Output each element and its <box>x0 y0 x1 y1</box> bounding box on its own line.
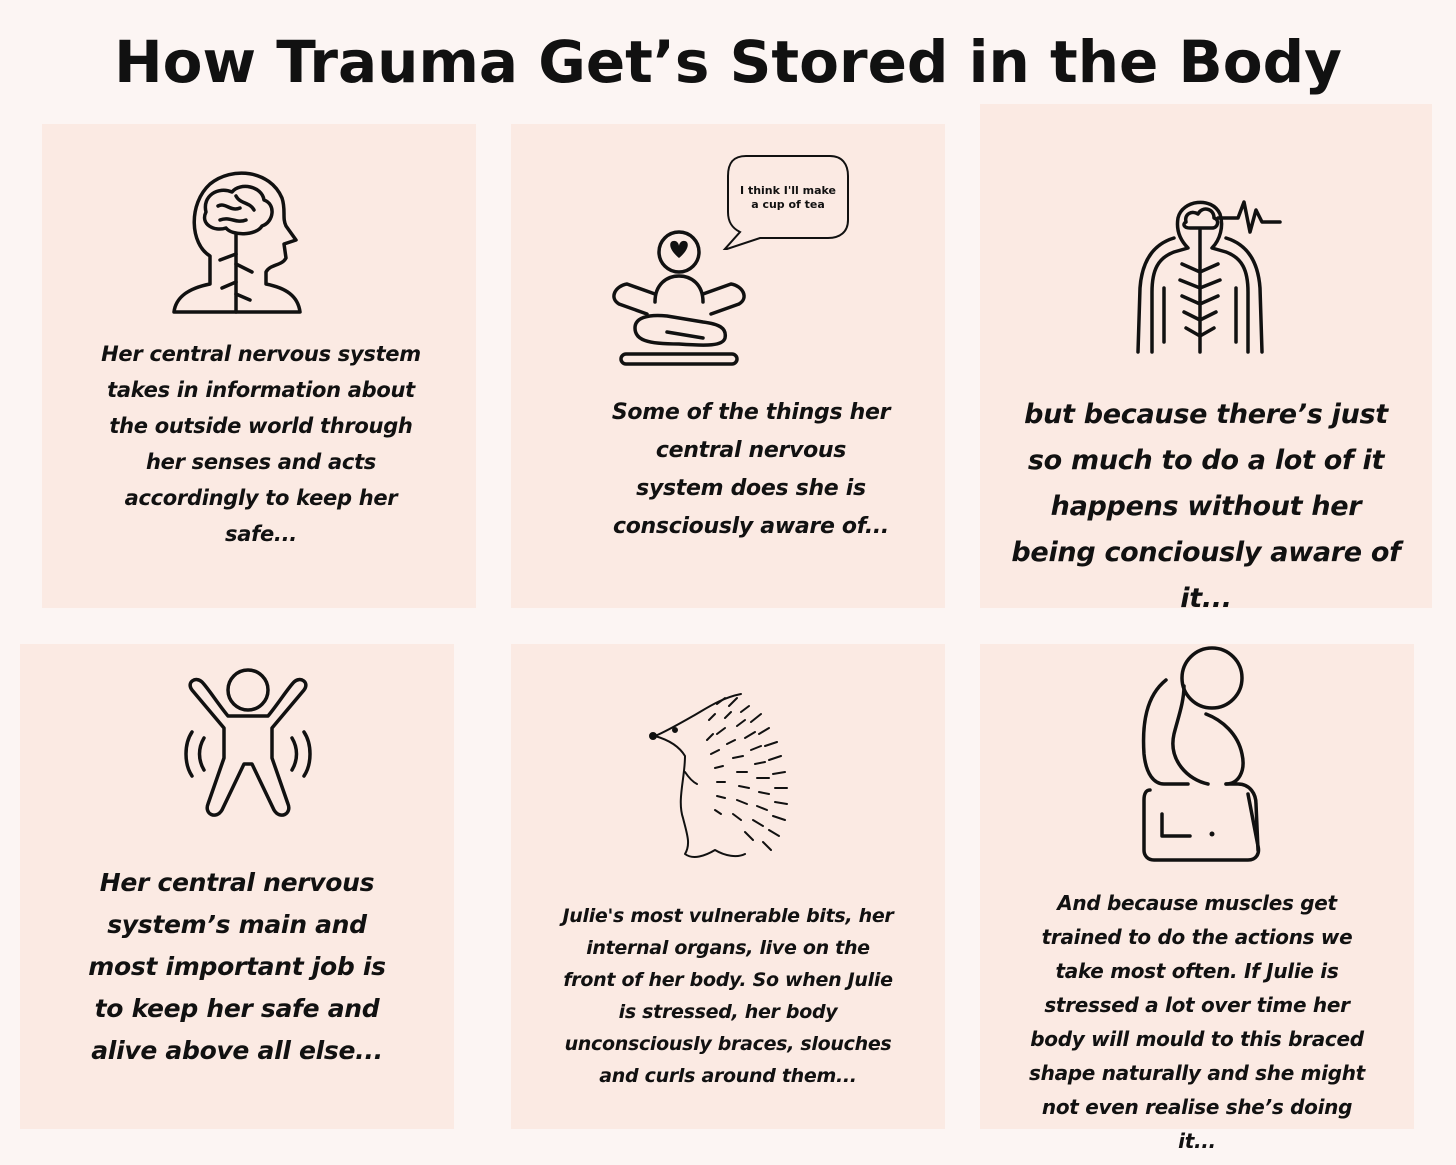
slouched-sitting-person-icon <box>1138 644 1273 864</box>
panel-unconscious-processing: but because there’s just so much to do a… <box>980 104 1432 614</box>
nervous-system-torso-icon <box>1130 192 1290 362</box>
panel-caption: Julie's most vulnerable bits, her intern… <box>562 905 894 1087</box>
panel-hedgehog-bracing: Julie's most vulnerable bits, her intern… <box>511 644 945 1129</box>
panel-caption: Her central nervous system takes in info… <box>101 342 421 546</box>
panel-conscious-awareness: I think I'll make a cup of tea Some of t… <box>511 124 945 608</box>
panel-main-job: Her central nervous system’s main and mo… <box>20 644 454 1129</box>
panel-braced-posture: And because muscles get trained to do th… <box>980 644 1414 1153</box>
meditating-person-icon <box>607 228 752 368</box>
panel-caption: Some of the things her central nervous s… <box>611 400 891 539</box>
panel-caption: Her central nervous system’s main and mo… <box>88 868 386 1065</box>
speech-text: I think I'll make a cup of tea <box>740 184 836 211</box>
panel-caption: but because there’s just so much to do a… <box>1011 399 1401 614</box>
speech-bubble-icon: I think I'll make a cup of tea <box>716 150 856 250</box>
head-brain-icon <box>170 164 305 314</box>
panel-caption: And because muscles get trained to do th… <box>1029 891 1365 1153</box>
hedgehog-icon <box>645 684 815 874</box>
alert-person-icon <box>178 664 318 824</box>
panel-central-nervous-system: Her central nervous system takes in info… <box>42 124 476 608</box>
page-title: How Trauma Get’s Stored in the Body <box>114 28 1342 96</box>
